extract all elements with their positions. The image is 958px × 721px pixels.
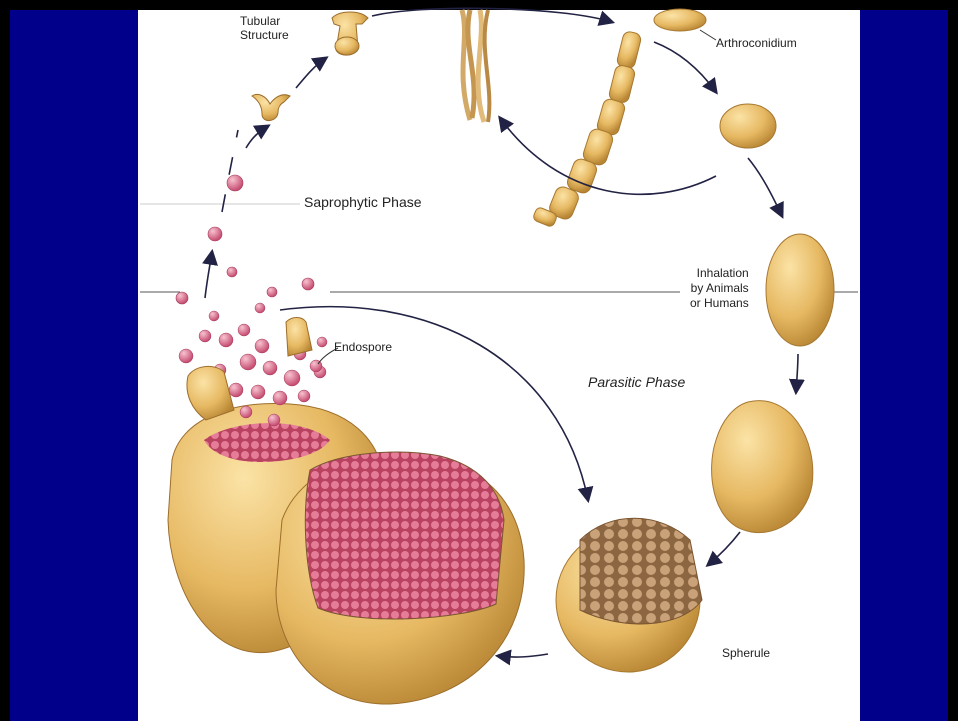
label-parasitic-phase: Parasitic Phase (588, 374, 685, 390)
label-arthroconidium: Arthroconidium (716, 36, 797, 50)
shell-fragment-right (286, 318, 312, 357)
arthroconidia-chain (532, 30, 642, 227)
shell-fragment-left (187, 366, 234, 420)
inhaled-spore (766, 234, 834, 346)
hyphae-strands (462, 10, 489, 122)
label-tubular-structure: Tubular Structure (240, 14, 289, 42)
rupturing-spherule (168, 403, 524, 704)
arthroconidium-spore (720, 104, 776, 148)
label-spherule: Spherule (722, 646, 770, 660)
label-saprophytic-phase: Saprophytic Phase (304, 194, 422, 210)
floating-spores (176, 175, 314, 304)
arthroconidium-pointer (700, 30, 716, 40)
label-inhalation: Inhalation by Animals or Humans (690, 266, 749, 311)
label-endospore: Endospore (334, 340, 392, 354)
developing-spherule (712, 401, 813, 533)
arthroconidium-top (654, 9, 706, 31)
spherule-cutaway (556, 518, 702, 672)
